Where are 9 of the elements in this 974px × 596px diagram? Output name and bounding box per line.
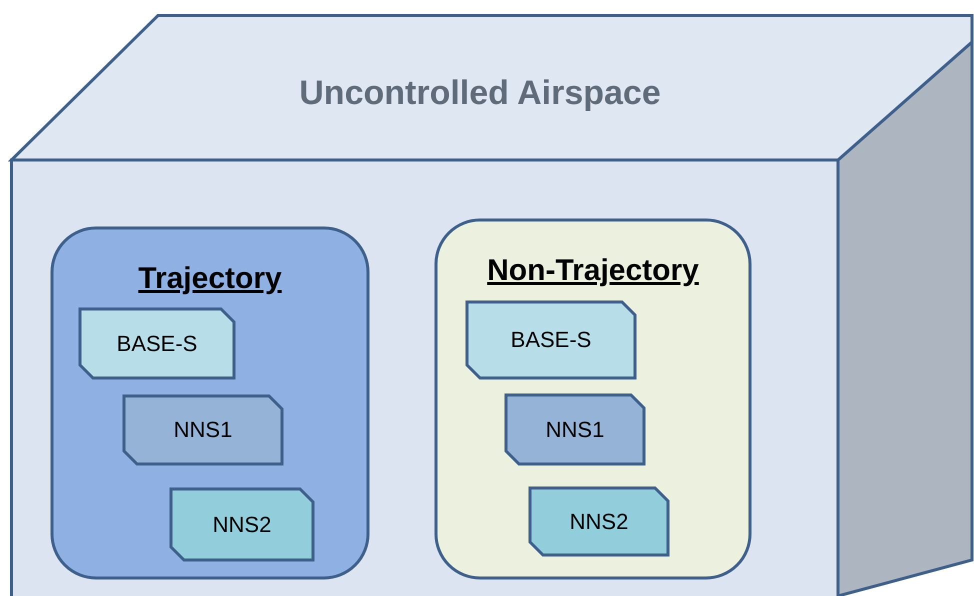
title-text: Uncontrolled Airspace (298, 74, 662, 113)
box-label: BASE-S (116, 330, 198, 356)
box-label: BASE-S (510, 327, 592, 353)
box-label: NNS2 (568, 508, 630, 534)
group-heading: Trajectory (137, 262, 283, 296)
group-heading: Non-Trajectory (486, 254, 700, 288)
box-label: NNS2 (212, 512, 272, 538)
box-label: NNS1 (172, 417, 234, 443)
box-label: NNS1 (544, 416, 606, 442)
